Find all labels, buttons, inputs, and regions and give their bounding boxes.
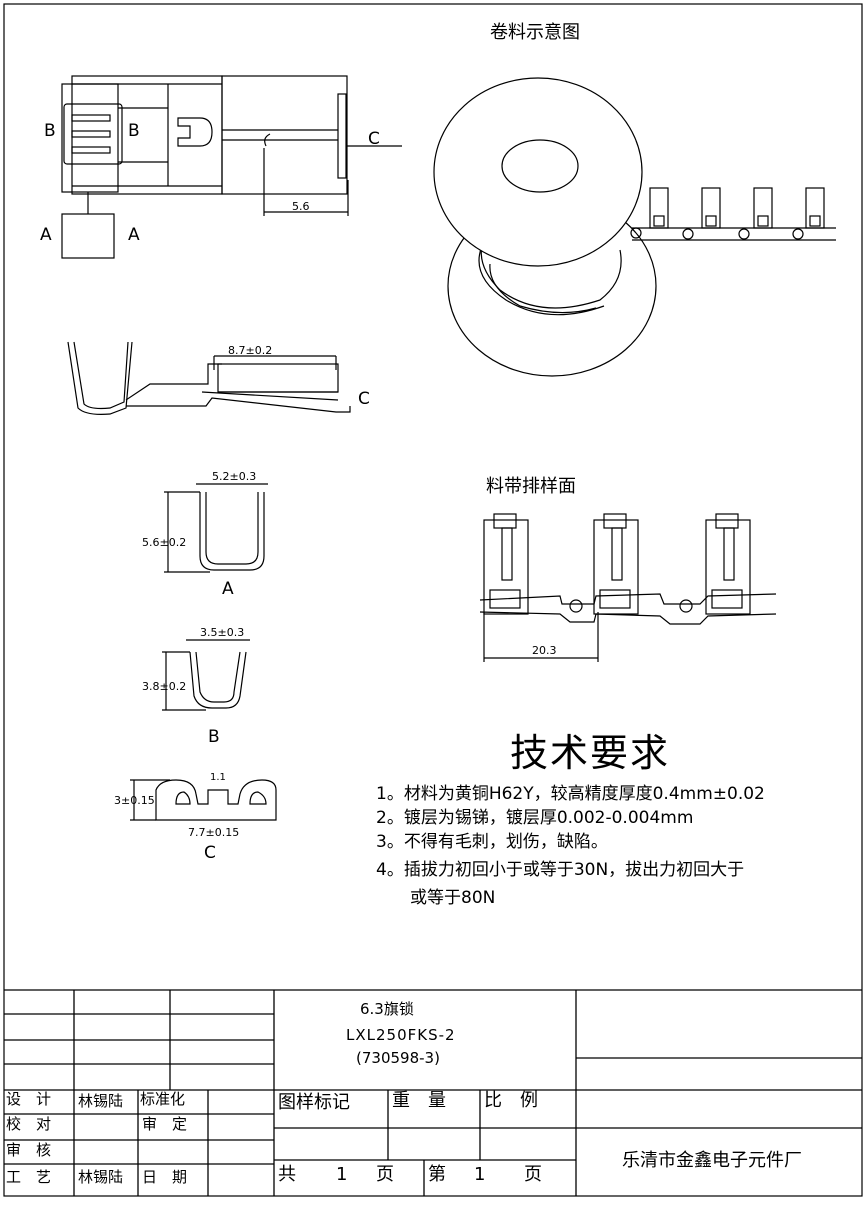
top-view <box>61 75 402 259</box>
top-label-b-left: B <box>44 121 56 141</box>
reel-illustration <box>433 77 836 377</box>
section-c-width: 7.7±0.15 <box>188 826 239 839</box>
sheet-number: 1 <box>474 1164 486 1185</box>
requirement-4: 4。插拔力初回小于或等于30N，拔出力初回大于 <box>376 860 745 880</box>
label-sheet: 第 <box>428 1164 446 1185</box>
title-block-grid <box>4 989 862 1196</box>
section-a-width: 5.2±0.3 <box>212 470 256 483</box>
section-b-label: B <box>208 727 220 747</box>
side-view <box>67 341 351 415</box>
requirements-heading: 技术要求 <box>510 731 671 775</box>
section-c-label: C <box>204 843 216 863</box>
label-total: 共 <box>278 1164 296 1185</box>
top-dim-5-6: 5.6 <box>292 200 310 213</box>
requirement-3: 3。不得有毛刺，划伤，缺陷。 <box>376 832 608 852</box>
section-c-height: 3±0.15 <box>114 794 155 807</box>
label-date: 日 期 <box>142 1168 188 1186</box>
section-a-label: A <box>222 579 234 599</box>
label-check: 校 对 <box>6 1115 52 1133</box>
side-label-c: C <box>358 389 370 409</box>
reel-title: 卷料示意图 <box>490 22 580 43</box>
requirement-4-cont: 或等于80N <box>410 888 496 908</box>
section-c <box>130 779 277 821</box>
company-name: 乐清市金鑫电子元件厂 <box>622 1150 802 1171</box>
top-label-b-right: B <box>128 121 140 141</box>
strip-title: 料带排样面 <box>486 476 576 497</box>
top-label-c: C <box>368 129 380 149</box>
strip-pitch: 20.3 <box>532 644 557 657</box>
label-standardization: 标准化 <box>140 1090 186 1108</box>
label-sheet-page: 页 <box>524 1164 542 1185</box>
label-drawing-mark: 图样标记 <box>278 1092 350 1113</box>
requirement-2: 2。镀层为锡锑，镀层厚0.002-0.004mm <box>376 808 694 828</box>
section-a <box>164 483 268 573</box>
section-b-height: 3.8±0.2 <box>142 680 186 693</box>
top-label-a-right: A <box>128 225 140 245</box>
label-weight: 重 量 <box>392 1090 446 1111</box>
part-number: LXL250FKS-2 <box>346 1026 456 1044</box>
requirement-1: 1。材料为黄铜H62Y，较高精度厚度0.4mm±0.02 <box>376 784 765 804</box>
section-b-width: 3.5±0.3 <box>200 626 244 639</box>
label-page: 页 <box>376 1164 394 1185</box>
label-scale: 比 例 <box>484 1090 538 1111</box>
part-name: 6.3旗锁 <box>360 1000 414 1018</box>
process-name: 林锡陆 <box>78 1168 124 1186</box>
sheet-border <box>3 3 863 1197</box>
label-review: 审 核 <box>6 1141 52 1159</box>
section-a-height: 5.6±0.2 <box>142 536 186 549</box>
designer-name: 林锡陆 <box>78 1092 124 1110</box>
label-process: 工 艺 <box>6 1168 52 1186</box>
section-b <box>162 639 250 711</box>
total-sheets: 1 <box>336 1164 348 1185</box>
label-design: 设 计 <box>6 1090 52 1108</box>
reference-number: (730598-3) <box>356 1049 440 1067</box>
strip-layout <box>479 513 777 662</box>
section-c-tab: 1.1 <box>210 772 226 783</box>
label-approve: 审 定 <box>142 1115 188 1133</box>
top-label-a-left: A <box>40 225 52 245</box>
side-dim: 8.7±0.2 <box>228 344 272 357</box>
